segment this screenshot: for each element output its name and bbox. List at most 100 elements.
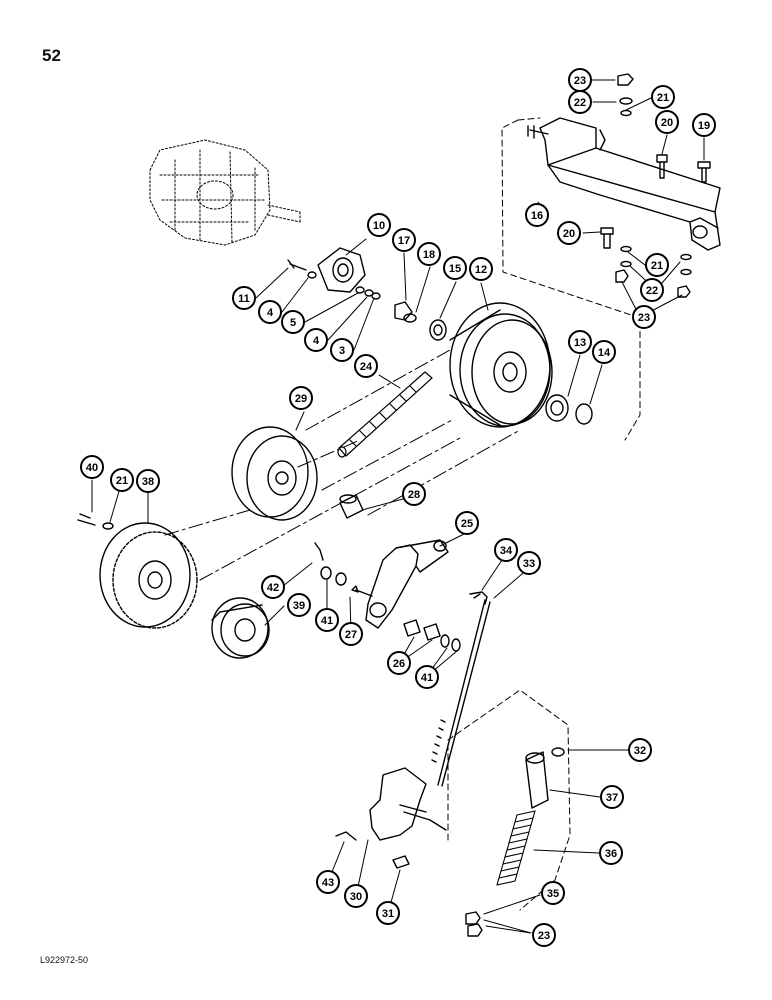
callout-label: 41 bbox=[321, 615, 333, 627]
callout-label: 4 bbox=[267, 307, 274, 319]
callout-label: 24 bbox=[360, 361, 373, 373]
callout-circle bbox=[330, 338, 354, 362]
callout-22: 22 bbox=[568, 90, 592, 114]
callout-label: 36 bbox=[605, 848, 617, 860]
callout-label: 4 bbox=[313, 335, 320, 347]
tube-37 bbox=[525, 747, 565, 809]
callout-circle bbox=[592, 340, 616, 364]
rod-33 bbox=[431, 591, 491, 787]
tension-arm-25 bbox=[355, 539, 449, 629]
callout-36: 36 bbox=[599, 841, 623, 865]
callout-circle bbox=[136, 469, 160, 493]
callout-label: 30 bbox=[350, 891, 362, 903]
callout-label: 39 bbox=[293, 600, 305, 612]
callout-circle bbox=[402, 482, 426, 506]
callout-circle bbox=[628, 738, 652, 762]
callout-label: 34 bbox=[500, 545, 513, 557]
callout-23: 23 bbox=[532, 923, 556, 947]
callout-circle bbox=[525, 203, 549, 227]
callout-label: 21 bbox=[657, 92, 669, 104]
callout-circle bbox=[655, 110, 679, 134]
callout-circle bbox=[443, 256, 467, 280]
callout-31: 31 bbox=[376, 901, 400, 925]
callout-circle bbox=[532, 923, 556, 947]
spring-group-outline bbox=[447, 689, 571, 911]
callout-label: 11 bbox=[238, 293, 250, 305]
callout-16: 16 bbox=[525, 203, 549, 227]
callout-19: 19 bbox=[692, 113, 716, 137]
callout-21: 21 bbox=[110, 468, 134, 492]
callout-circle bbox=[354, 354, 378, 378]
callout-circle bbox=[599, 841, 623, 865]
callout-label: 29 bbox=[295, 393, 307, 405]
callout-label: 20 bbox=[563, 228, 575, 240]
callout-circle bbox=[232, 286, 256, 310]
bracket-hardware bbox=[600, 73, 711, 298]
callout-38: 38 bbox=[136, 469, 160, 493]
callout-20: 20 bbox=[557, 221, 581, 245]
gearbox-ghost bbox=[149, 139, 301, 246]
callout-label: 17 bbox=[398, 235, 410, 247]
callout-label: 20 bbox=[661, 117, 673, 129]
pulley-12 bbox=[449, 302, 553, 428]
callout-label: 33 bbox=[523, 558, 535, 570]
idler-bracket bbox=[527, 117, 721, 251]
callout-label: 19 bbox=[698, 120, 710, 132]
callout-22: 22 bbox=[640, 278, 664, 302]
callout-circle bbox=[469, 257, 493, 281]
callout-label: 35 bbox=[547, 888, 559, 900]
callout-label: 5 bbox=[290, 317, 296, 329]
callout-13: 13 bbox=[568, 330, 592, 354]
callout-24: 24 bbox=[354, 354, 378, 378]
callout-circle bbox=[80, 455, 104, 479]
callout-17: 17 bbox=[392, 228, 416, 252]
callout-4: 4 bbox=[304, 328, 328, 352]
callout-circle bbox=[261, 575, 285, 599]
callout-label: 18 bbox=[423, 249, 435, 261]
bracket-30 bbox=[335, 767, 447, 869]
spring-36 bbox=[496, 810, 536, 886]
callout-43: 43 bbox=[316, 870, 340, 894]
callout-40: 40 bbox=[80, 455, 104, 479]
callout-circle bbox=[367, 213, 391, 237]
callout-28: 28 bbox=[402, 482, 426, 506]
callout-27: 27 bbox=[339, 622, 363, 646]
callout-circle bbox=[110, 468, 134, 492]
callout-circle bbox=[568, 330, 592, 354]
callout-label: 31 bbox=[382, 908, 394, 920]
callout-21: 21 bbox=[645, 253, 669, 277]
callout-circle bbox=[632, 305, 656, 329]
callout-label: 13 bbox=[574, 337, 586, 349]
callout-39: 39 bbox=[287, 593, 311, 617]
callout-18: 18 bbox=[417, 242, 441, 266]
callout-label: 16 bbox=[531, 210, 543, 222]
callout-label: 10 bbox=[373, 220, 385, 232]
callout-circle bbox=[568, 90, 592, 114]
bracket-group-outline bbox=[501, 117, 641, 441]
seal-14 bbox=[575, 403, 593, 425]
callout-label: 32 bbox=[634, 745, 646, 757]
callout-circle bbox=[645, 253, 669, 277]
callout-label: 25 bbox=[461, 518, 473, 530]
pulley-29 bbox=[231, 426, 318, 521]
callout-circle bbox=[692, 113, 716, 137]
callout-11: 11 bbox=[232, 286, 256, 310]
callout-circle bbox=[304, 328, 328, 352]
bushing-28 bbox=[339, 494, 364, 519]
callout-label: 23 bbox=[638, 312, 650, 324]
callout-circle bbox=[455, 511, 479, 535]
callout-41: 41 bbox=[415, 665, 439, 689]
bushings-26 bbox=[403, 619, 461, 652]
callout-label: 12 bbox=[475, 264, 487, 276]
callout-circle bbox=[316, 870, 340, 894]
callout-circle bbox=[640, 278, 664, 302]
callout-label: 38 bbox=[142, 476, 154, 488]
callout-circle bbox=[557, 221, 581, 245]
figure-code: L922972-50 bbox=[40, 955, 89, 965]
callout-20: 20 bbox=[655, 110, 679, 134]
callout-label: 41 bbox=[421, 672, 433, 684]
callout-label: 23 bbox=[574, 75, 586, 87]
callout-label: 28 bbox=[408, 489, 420, 501]
callout-circle bbox=[339, 622, 363, 646]
